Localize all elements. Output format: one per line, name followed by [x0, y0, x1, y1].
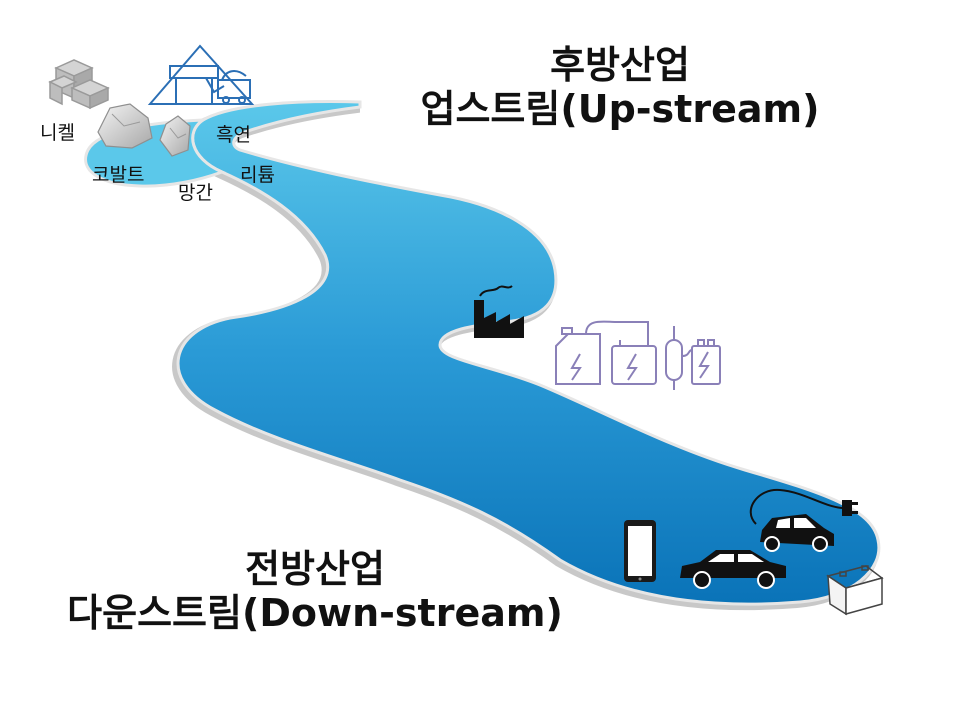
nickel-rock-icon [97, 103, 153, 149]
label-nickel: 니켈 [40, 122, 75, 144]
upstream-heading: 후방산업 업스트림(Up-stream) [400, 43, 840, 131]
upstream-subtitle: 업스트림(Up-stream) [420, 86, 820, 131]
battery-box-icon [826, 565, 884, 616]
smartphone-icon [624, 520, 656, 582]
cobalt-rock-icon [159, 115, 191, 157]
downstream-subtitle: 다운스트림(Down-stream) [67, 590, 563, 635]
ev-charging-icon [749, 488, 858, 552]
label-graphite: 흑연 [216, 124, 251, 146]
mineral-cubes-icon [48, 59, 110, 110]
upstream-title: 후방산업 [550, 43, 690, 87]
battery-materials-icon [555, 320, 721, 390]
label-cobalt: 코발트 [92, 164, 145, 186]
downstream-heading: 전방산업 다운스트림(Down-stream) [30, 547, 600, 635]
downstream-title: 전방산업 [245, 547, 385, 591]
factory-icon [474, 285, 524, 338]
river-water [176, 100, 881, 606]
sedan-icon [680, 550, 786, 589]
label-lithium: 리튬 [240, 164, 275, 186]
label-manganese: 망간 [178, 182, 213, 204]
mine-cart-icon [147, 44, 255, 105]
